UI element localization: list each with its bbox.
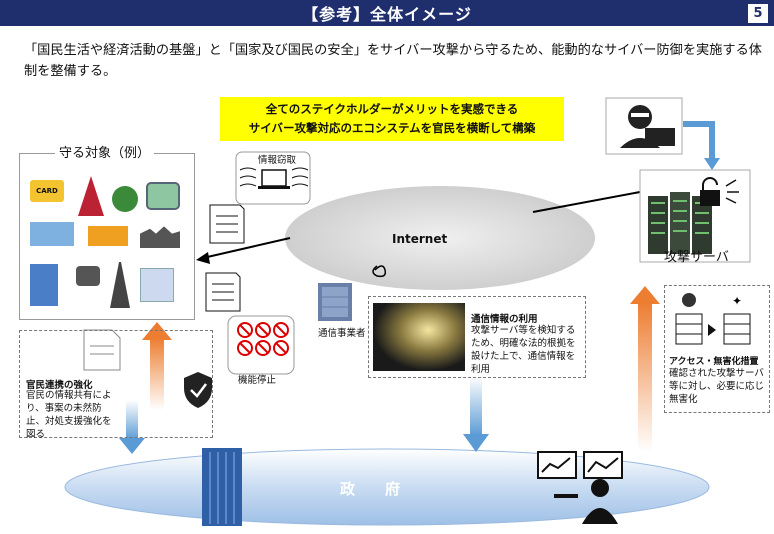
access-title: アクセス・無害化措置: [669, 357, 759, 367]
card-icon: CARD: [30, 180, 64, 202]
lock-icon: [700, 190, 720, 206]
hacker-to-server-arrow: [683, 121, 715, 160]
server-icon-right: [723, 313, 751, 345]
comm-body: 攻撃サーバ等を検知するため、明確な法的根拠を設けた上で、通信情報を利用: [471, 325, 576, 375]
document-icon: [209, 204, 245, 244]
factory-icon: [140, 226, 180, 248]
shield-icon: [184, 372, 212, 408]
hospital-icon: [140, 268, 174, 302]
info-theft-label: 情報窃取: [258, 155, 297, 166]
banner-line-2: サイバー攻撃対応のエコシステムを官民を横断して構築: [248, 121, 536, 135]
targets-title: 守る対象（例）: [55, 142, 155, 161]
public-private-title: 官民連携の強化: [26, 380, 93, 391]
truck-icon: [88, 226, 128, 246]
banner-line-1: 全てのステイクホルダーがメリットを実感できる: [265, 102, 519, 116]
access-panel: アクセス・無害化措置 確認された攻撃サーバ等に対し、必要に応じ無害化: [664, 285, 770, 413]
page-title: 【参考】全体イメージ: [302, 5, 472, 24]
internet-cloud: [285, 186, 595, 290]
middle-blue-arrow: [470, 376, 482, 436]
laptop-icon: [261, 169, 287, 187]
right-orange-arrow: [638, 302, 652, 452]
ecosystem-banner: 全てのステイクホルダーがメリットを実感できる サイバー攻撃対応のエコシステムを官…: [220, 97, 564, 141]
virus-icon: [682, 293, 696, 307]
squiggle-line: [372, 265, 387, 278]
access-body: 確認された攻撃サーバ等に対し、必要に応じ無害化: [669, 368, 765, 405]
train-icon: [146, 182, 180, 210]
sparkle-icon: ✦: [732, 294, 742, 308]
building-icon: [202, 448, 242, 526]
left-blue-arrow: [126, 400, 138, 440]
city-building-icon: [30, 264, 58, 306]
comm-title: 通信情報の利用: [471, 314, 538, 325]
carrier-label: 通信事業者: [318, 328, 366, 339]
card-label: CARD: [36, 187, 58, 195]
server-icon-left: [675, 313, 703, 345]
page-title-bar: 【参考】全体イメージ: [0, 0, 774, 26]
analyst-icon: [537, 451, 623, 524]
water-tap-icon: [76, 266, 100, 286]
internet-label: Internet: [392, 232, 448, 246]
shutdown-label: 機能停止: [238, 375, 277, 386]
government-label: 政 府: [340, 480, 401, 498]
plant-icon: [112, 186, 138, 212]
public-private-panel: 官民連携の強化 官民の情報共有により、事案の未然防止、対処支援強化を図る: [19, 330, 213, 440]
page-number: 5: [748, 4, 768, 23]
attack-connection-line: [532, 191, 641, 213]
public-private-body: 官民の情報共有により、事案の未然防止、対処支援強化を図る: [26, 390, 112, 440]
airport-icon: [30, 222, 74, 246]
attack-server-label: 攻撃サーバ: [664, 250, 729, 265]
comm-info-panel: 通信情報の利用 攻撃サーバ等を検知するため、明確な法的根拠を設けた上で、通信情報…: [368, 296, 586, 378]
carrier-building-icon: [318, 283, 352, 321]
left-orange-arrow: [150, 338, 164, 410]
intro-text: 「国民生活や経済活動の基盤」と「国家及び国民の安全」をサイバー攻撃から守るため、…: [24, 43, 762, 79]
document-icon-2: [205, 272, 241, 312]
comm-image: [373, 303, 465, 371]
attack-arrow: [202, 237, 291, 259]
attack-arrowhead: [196, 252, 210, 264]
